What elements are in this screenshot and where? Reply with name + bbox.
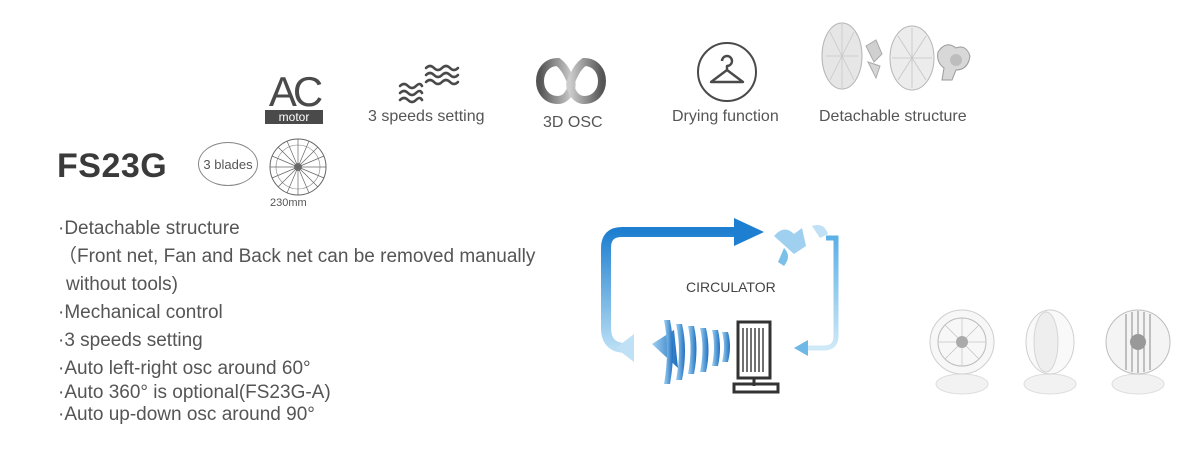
fan-photo-side: [1023, 309, 1077, 395]
ac-motor-icon: AC motor: [265, 66, 326, 124]
3d-osc-icon: [528, 56, 614, 111]
fan-photo-front: [929, 309, 995, 395]
hanger-icon: [696, 41, 758, 108]
svg-text:AC: AC: [269, 68, 322, 115]
blades-label: 3 blades: [203, 156, 253, 172]
bullet-item: （Front net, Fan and Back net can be remo…: [58, 246, 536, 267]
circulation-diagram: [598, 208, 848, 403]
bullet-item: ·Auto up-down osc around 90°: [58, 404, 315, 425]
product-photos: [922, 300, 1172, 405]
bullet-item: ·Auto left-right osc around 60°: [58, 358, 311, 379]
bullet-item: ·3 speeds setting: [58, 330, 203, 351]
blade-wheel-icon: [268, 137, 328, 202]
ac-motor-small-text: motor: [278, 110, 310, 124]
speeds-label: 3 speeds setting: [368, 108, 485, 125]
exploded-fan-icon: [818, 16, 978, 103]
bullet-item: ·Detachable structure: [58, 218, 240, 239]
osc-label: 3D OSC: [543, 114, 603, 131]
bullet-item: ·Mechanical control: [58, 302, 223, 323]
blades-badge: 3 blades: [198, 142, 258, 186]
circulator-label: CIRCULATOR: [686, 279, 776, 295]
drying-label: Drying function: [672, 108, 779, 125]
blade-size-label: 230mm: [270, 197, 307, 209]
detachable-label: Detachable structure: [819, 108, 967, 125]
wind-waves-icon: [398, 60, 460, 109]
bullet-item: ·Auto 360° is optional(FS23G-A): [58, 382, 331, 403]
model-name: FS23G: [57, 147, 168, 185]
fan-photo-back: [1105, 309, 1171, 395]
bullet-item: without tools): [66, 274, 178, 295]
